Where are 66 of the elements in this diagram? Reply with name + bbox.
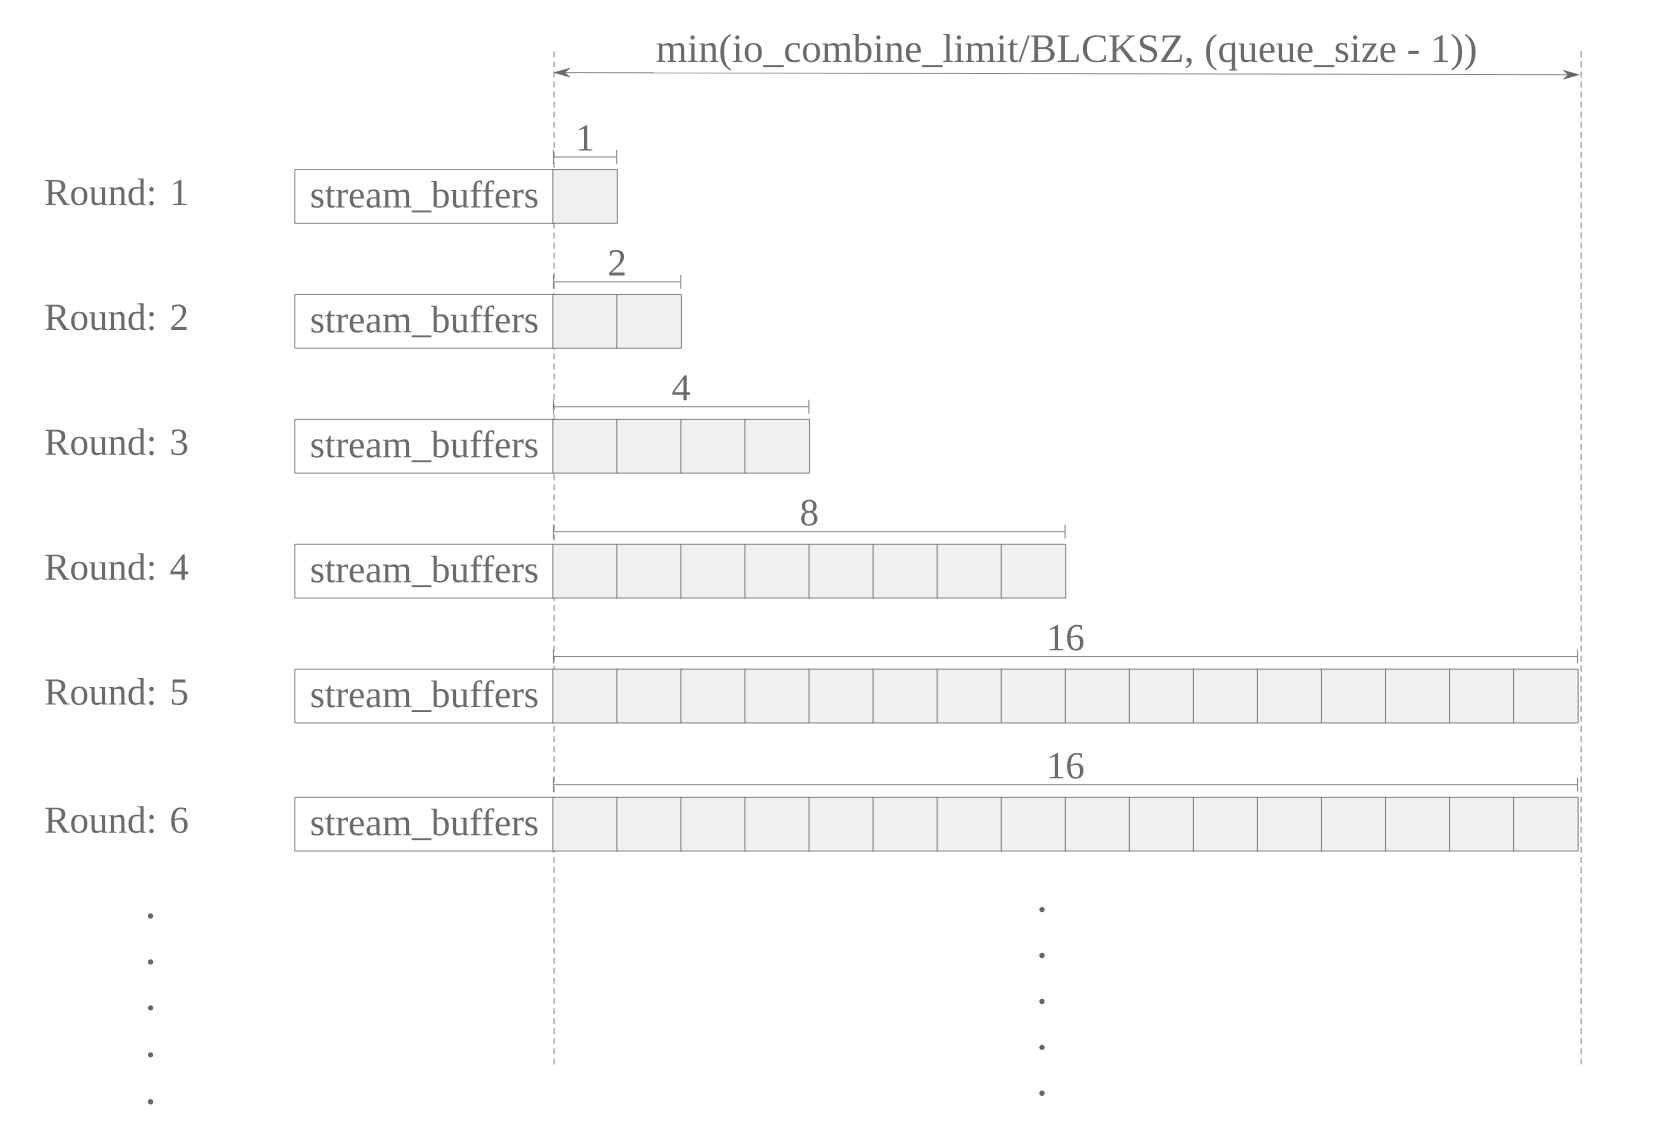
round-label: Round: 2	[45, 303, 187, 331]
buffer-cell	[936, 543, 1003, 599]
label-box: stream_buffers	[294, 293, 555, 349]
buffer-cell	[808, 543, 874, 599]
buffer-cell	[1385, 796, 1451, 852]
buffer-cell	[552, 668, 618, 724]
buffer-cell	[872, 543, 938, 599]
buffer-cell	[1257, 796, 1323, 852]
buffer-cell	[552, 543, 618, 599]
buffer-cell	[1192, 796, 1259, 852]
label-box: stream_buffers	[294, 668, 555, 724]
label-box: stream_buffers	[294, 543, 555, 599]
buffer-cell	[1321, 668, 1387, 724]
buffer-cell	[1128, 796, 1195, 852]
dimension-label: 2	[609, 249, 625, 276]
dimension-label: 4	[672, 375, 691, 401]
buffer-cell	[872, 796, 938, 852]
label-box: stream_buffers	[294, 796, 555, 852]
dimension-label: 16	[1049, 624, 1084, 651]
buffer-cell	[616, 796, 682, 852]
label-box: stream_buffers	[294, 169, 555, 224]
buffer-cell	[1192, 668, 1259, 724]
buffer-cell	[1513, 796, 1579, 852]
buffer-cell	[616, 418, 682, 474]
buffer-cell	[808, 796, 874, 852]
buffer-cell	[936, 668, 1003, 724]
buffer-cell	[616, 668, 682, 724]
buffer-cell	[1064, 668, 1131, 724]
buffer-cell	[936, 796, 1003, 852]
dimension-label: min(io_combine_limit/BLCKSZ, (queue_size - 1))	[653, 31, 1480, 73]
round-label: Round: 3	[45, 428, 188, 456]
buffer-cell	[1449, 796, 1515, 852]
buffer-cell	[1064, 796, 1131, 852]
buffer-cell	[1385, 668, 1451, 724]
buffer-cell	[1000, 668, 1067, 724]
dimension-label: 8	[801, 499, 818, 526]
buffer-cell	[1000, 796, 1067, 852]
buffer-cell	[872, 668, 938, 724]
buffer-cell	[744, 543, 810, 599]
buffer-cell	[744, 668, 810, 724]
buffer-cell	[552, 169, 618, 224]
buffer-cell	[680, 418, 746, 474]
buffer-cell	[1321, 796, 1387, 852]
label-box: stream_buffers	[294, 418, 555, 474]
buffer-cell	[680, 668, 746, 724]
buffer-cell	[808, 668, 874, 724]
buffer-cell	[552, 796, 618, 852]
buffer-cell	[1449, 668, 1515, 724]
buffer-cell	[552, 418, 618, 474]
buffer-cell	[552, 293, 618, 349]
buffer-cell	[616, 293, 682, 349]
dimension-label: 16	[1049, 752, 1084, 779]
buffer-cell	[744, 418, 810, 474]
round-label: Round: 1	[45, 178, 187, 206]
buffer-cell	[1257, 668, 1323, 724]
buffer-cell	[1513, 668, 1579, 724]
buffer-cell	[680, 796, 746, 852]
buffer-cell	[1000, 543, 1067, 599]
dimension-label: 1	[578, 125, 593, 151]
round-label: Round: 5	[45, 677, 188, 705]
round-label: Round: 6	[45, 806, 188, 834]
round-label: Round: 4	[45, 553, 189, 581]
buffer-cell	[1128, 668, 1195, 724]
buffer-cell	[680, 543, 746, 599]
buffer-cell	[744, 796, 810, 852]
buffer-cell	[616, 543, 682, 599]
